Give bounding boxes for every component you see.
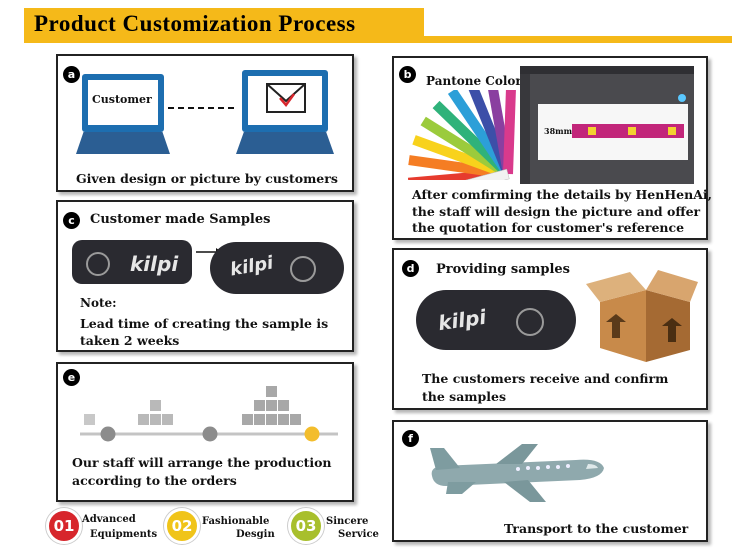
- panel-c-line2: taken 2 weeks: [80, 333, 180, 348]
- envelope-icon: [266, 83, 306, 117]
- airplane-icon: [426, 438, 606, 508]
- step-badge-f: f: [402, 430, 419, 447]
- design-software-window: 38mm: [520, 66, 694, 184]
- production-progress-icon: [80, 386, 340, 452]
- strap-design-preview: [572, 124, 684, 138]
- sample-strap-flat-image: kilpi: [72, 240, 192, 284]
- panel-a: a Customer Given design or picture by cu…: [56, 54, 354, 192]
- panel-f-caption: Transport to the customer: [504, 521, 689, 536]
- panel-b: b Pantone Color 38mm: [392, 56, 712, 240]
- panel-d: d Providing samples kilpi The customers …: [392, 248, 708, 410]
- tag-03-badge: 03: [288, 508, 324, 544]
- panel-c-title: Customer made Samples: [90, 212, 271, 227]
- design-canvas: 38mm: [538, 104, 688, 160]
- tag-02-line2: Desgin: [236, 529, 275, 540]
- panel-e: e Our staff will arrange the production …: [56, 362, 354, 502]
- panel-b-line2: the staff will design the picture and of…: [412, 204, 701, 219]
- note-label: Note:: [80, 296, 117, 310]
- customer-screen-label: Customer: [92, 93, 152, 106]
- panel-d-title: Providing samples: [436, 262, 570, 277]
- pantone-label: Pantone Color: [426, 74, 522, 88]
- tag-03-line2: Service: [338, 529, 379, 540]
- tag-03-line1: Sincere: [326, 516, 369, 527]
- tag-02-badge: 02: [164, 508, 200, 544]
- pantone-fan-icon: [402, 73, 520, 206]
- connection-dashes: [168, 107, 234, 109]
- tag-02-line1: Fashionable: [202, 516, 270, 527]
- panel-e-line2: according to the orders: [72, 473, 237, 488]
- panel-d-line2: the samples: [422, 389, 507, 404]
- tag-01-line2: Equipments: [90, 529, 158, 540]
- tag-01-badge: 01: [46, 508, 82, 544]
- panel-c-line1: Lead time of creating the sample is: [80, 316, 329, 331]
- panel-e-line1: Our staff will arrange the production: [72, 455, 332, 470]
- panel-b-line1: After comfirming the details by HenHenAi…: [412, 187, 712, 202]
- panel-f: f Transport to the customer: [392, 420, 708, 542]
- step-badge-a: a: [63, 66, 80, 83]
- title-underline: [24, 36, 732, 43]
- shipping-box-icon: [586, 262, 698, 370]
- step-badge-d: d: [402, 260, 419, 277]
- page-title: Product Customization Process: [34, 11, 356, 36]
- tag-01-line1: Advanced: [82, 514, 136, 525]
- step-badge-b: b: [399, 66, 416, 83]
- measure-label: 38mm: [544, 126, 573, 136]
- sample-strap-ruffled-image: kilpi: [210, 242, 344, 294]
- sample-strap-image: kilpi: [416, 290, 576, 350]
- panel-d-line1: The customers receive and confirm: [422, 371, 669, 386]
- panel-a-caption: Given design or picture by customers: [76, 171, 338, 186]
- step-badge-e: e: [63, 369, 80, 386]
- panel-b-line3: the quotation for customer's reference: [412, 220, 685, 235]
- step-badge-c: c: [63, 212, 80, 229]
- panel-c: c Customer made Samples kilpi kilpi Note…: [56, 200, 354, 352]
